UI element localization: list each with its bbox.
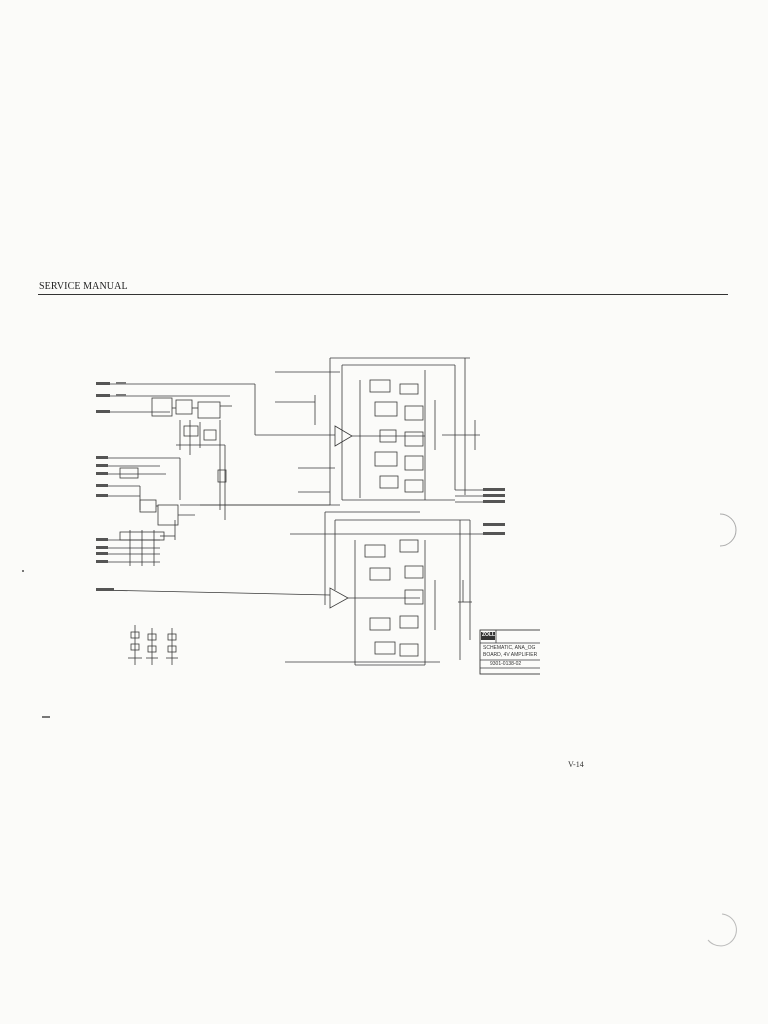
page-number: V-14 — [568, 760, 584, 769]
title-block — [479, 629, 540, 675]
input-lines-lower — [95, 520, 331, 596]
header-rule — [38, 294, 728, 295]
lower-amplifier — [285, 511, 505, 666]
upper-left-cluster — [151, 397, 232, 510]
punch-hole-upper — [719, 513, 737, 547]
title-block-part: 9301-0138-02 — [490, 661, 522, 667]
schematic-diagram — [95, 357, 540, 675]
punch-hole-lower — [707, 913, 737, 947]
title-block-line2: BOARD, 4V AMPLIFIER — [483, 652, 538, 658]
scan-speck — [42, 716, 50, 718]
input-lines-middle — [96, 456, 340, 526]
upper-amplifier — [180, 357, 505, 506]
input-lines-upper — [96, 382, 255, 413]
title-block-line1: SCHEMATIC, ANA_OG — [483, 645, 536, 651]
header-title: SERVICE MANUAL — [39, 281, 128, 292]
title-block-company: ZOLL — [482, 632, 496, 638]
bottom-left-components — [128, 625, 178, 665]
scan-speck — [22, 570, 24, 572]
